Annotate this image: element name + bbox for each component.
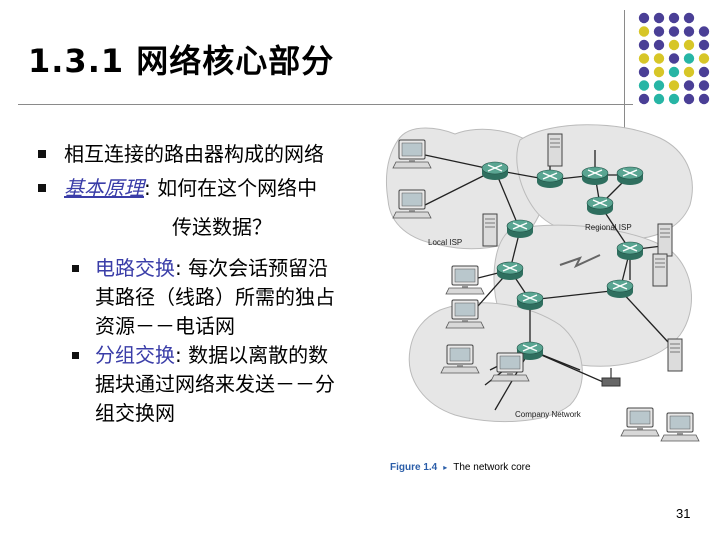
server-icon: [482, 213, 498, 247]
server-icon: [547, 133, 563, 167]
decorative-dot: [698, 80, 710, 91]
wireless-link-icon: [559, 254, 601, 269]
sub-bullet-1-line1: 电路交换: 每次会话预留沿: [95, 255, 328, 281]
caption-text: The network core: [453, 462, 531, 473]
decorative-dot: [668, 39, 680, 51]
sub-bullet-1-line3: 资源－－电话网: [95, 314, 235, 338]
page-title: 1.3.1 网络核心部分: [28, 42, 335, 80]
company-network-label: Company Network: [515, 410, 582, 419]
router-icon: [586, 196, 614, 216]
decorative-dot: [683, 80, 695, 91]
decorative-dot: [683, 93, 695, 105]
sub-bullet-2-line2: 据块通过网络来发送－－分: [95, 372, 335, 396]
decorative-dot: [638, 39, 650, 51]
decorative-vertical-line: [624, 10, 625, 128]
decorative-dot: [698, 26, 710, 37]
decorative-dot: [653, 26, 665, 37]
decorative-dot: [653, 39, 665, 51]
sub-bullet-marker: [72, 265, 79, 272]
sub-bullet-1-text: 每次会话预留沿: [188, 256, 329, 280]
decorative-dot: [668, 93, 680, 105]
sub-bullet-2-line3: 组交换网: [95, 401, 175, 425]
decorative-dot: [698, 39, 710, 51]
company-network-cloud: [408, 302, 583, 423]
decorative-dot: [653, 66, 665, 78]
figure-number: Figure 1.4: [390, 462, 438, 473]
decorative-dot: [683, 12, 695, 24]
decorative-dot: [653, 12, 665, 24]
access-point-icon: [601, 368, 621, 387]
router-icon: [616, 241, 644, 261]
computer-icon: [660, 412, 700, 442]
bullet-2-text: 如何在这个网络中: [157, 176, 318, 200]
router-icon: [616, 166, 644, 186]
sub-bullet-2-line1: 分组交换: 数据以离散的数: [95, 342, 328, 368]
sub-bullet-marker: [72, 352, 79, 359]
bullet-2-line1: 基本原理: 如何在这个网络中: [64, 175, 317, 201]
computer-icon: [445, 299, 485, 329]
computer-icon: [490, 352, 530, 382]
decorative-dot: [668, 80, 680, 91]
network-core-diagram: Local ISP Regional ISP Company Network: [385, 124, 700, 442]
decorative-dot-grid: [638, 12, 710, 105]
sub-bullet-1-line2: 其路径（线路）所需的独占: [95, 285, 335, 309]
server-icon: [652, 253, 668, 287]
packet-switching-term: 分组交换: [95, 343, 175, 367]
decorative-dot: [683, 66, 695, 78]
colon: :: [175, 256, 182, 280]
circuit-switching-term: 电路交换: [95, 256, 175, 280]
decorative-dot: [683, 53, 695, 64]
router-icon: [581, 166, 609, 186]
decorative-dot: [638, 66, 650, 78]
decorative-dot: [638, 26, 650, 37]
router-icon: [516, 291, 544, 311]
server-icon: [667, 338, 683, 372]
computer-icon: [445, 265, 485, 295]
decorative-dot: [698, 53, 710, 64]
server-icon: [657, 223, 673, 257]
caption-marker: ▸: [443, 463, 448, 472]
decorative-dot: [638, 12, 650, 24]
router-icon: [496, 261, 524, 281]
decorative-dot: [698, 66, 710, 78]
decorative-dot: [668, 53, 680, 64]
decorative-dot: [683, 26, 695, 37]
decorative-dot: [638, 53, 650, 64]
decorative-dot: [653, 80, 665, 91]
basic-principle-term[interactable]: 基本原理: [64, 176, 144, 200]
decorative-dot: [668, 26, 680, 37]
decorative-dot: [653, 53, 665, 64]
router-icon: [536, 169, 564, 189]
page-number: 31: [676, 506, 691, 521]
router-icon: [606, 279, 634, 299]
decorative-dot: [668, 66, 680, 78]
decorative-dot: [698, 93, 710, 105]
bullet-2-line2: 传送数据？: [172, 215, 272, 239]
computer-icon: [392, 139, 432, 169]
figure-caption: Figure 1.4 ▸ The network core: [390, 462, 531, 473]
decorative-dot: [683, 39, 695, 51]
decorative-dot: [638, 93, 650, 105]
router-icon: [481, 161, 509, 181]
router-icon: [506, 219, 534, 239]
title-underline: [18, 104, 633, 105]
sub-bullet-2-text: 数据以离散的数: [188, 343, 329, 367]
computer-icon: [620, 407, 660, 437]
bullet-marker: [38, 150, 46, 158]
regional-isp-label: Regional ISP: [585, 223, 632, 232]
computer-icon: [440, 344, 480, 374]
colon: :: [144, 176, 151, 200]
bullet-marker: [38, 184, 46, 192]
computer-icon: [392, 189, 432, 219]
local-isp-label: Local ISP: [428, 238, 462, 247]
colon: :: [175, 343, 182, 367]
decorative-dot: [638, 80, 650, 91]
bullet-1-text: 相互连接的路由器构成的网络: [64, 142, 324, 166]
decorative-dot: [668, 12, 680, 24]
decorative-dot: [653, 93, 665, 105]
